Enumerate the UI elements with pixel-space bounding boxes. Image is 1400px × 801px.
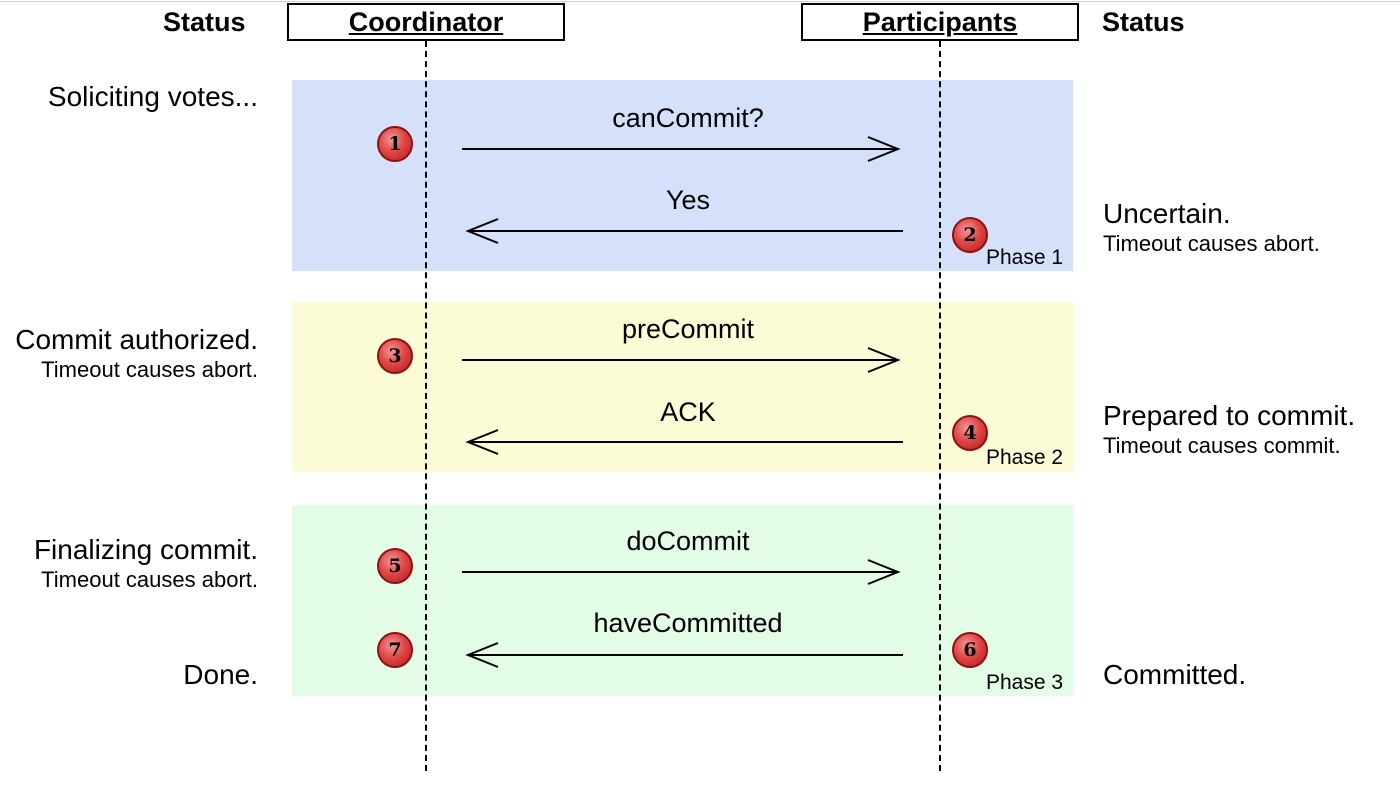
phase-1-band bbox=[292, 80, 1073, 271]
coordinator-box: Coordinator bbox=[287, 3, 565, 41]
coordinator-lifeline bbox=[425, 41, 427, 771]
message-ack: ACK bbox=[660, 397, 716, 427]
phase-3-label: Phase 3 bbox=[986, 671, 1064, 694]
participant-status-phase-1-sub: Timeout causes abort. bbox=[1103, 231, 1320, 256]
coordinator-status-phase-2: Commit authorized. Timeout causes abort. bbox=[15, 323, 258, 383]
participant-status-phase-2-main: Prepared to commit. bbox=[1103, 400, 1356, 431]
arrow-havecommitted bbox=[465, 642, 903, 668]
right-status-header: Status bbox=[1102, 7, 1185, 37]
participants-box: Participants bbox=[801, 3, 1079, 41]
left-status-header: Status bbox=[163, 7, 246, 37]
top-divider bbox=[0, 1, 1400, 2]
coordinator-status-phase-3-main: Finalizing commit. bbox=[33, 534, 258, 565]
coordinator-status-phase-2-main: Commit authorized. bbox=[15, 324, 258, 355]
message-havecommitted: haveCommitted bbox=[593, 608, 783, 638]
message-cancommit: canCommit? bbox=[612, 103, 764, 133]
participant-status-phase-2: Prepared to commit. Timeout causes commi… bbox=[1103, 399, 1355, 459]
message-docommit: doCommit bbox=[626, 526, 750, 556]
coordinator-status-done-main: Done. bbox=[183, 659, 258, 690]
participant-status-phase-1-main: Uncertain. bbox=[1103, 198, 1231, 229]
coordinator-status-phase-1-main: Soliciting votes... bbox=[47, 81, 258, 112]
participants-label: Participants bbox=[862, 6, 1018, 37]
phase-2-band bbox=[292, 302, 1073, 472]
step-2-badge: 2 bbox=[952, 217, 988, 253]
participant-status-phase-2-sub: Timeout causes commit. bbox=[1103, 433, 1341, 458]
message-yes: Yes bbox=[665, 185, 711, 215]
step-5-badge: 5 bbox=[377, 548, 413, 584]
coordinator-label: Coordinator bbox=[348, 6, 504, 37]
participant-status-phase-3-main: Committed. bbox=[1103, 659, 1247, 690]
step-3-badge: 3 bbox=[377, 338, 413, 374]
arrow-precommit bbox=[462, 347, 901, 373]
coordinator-status-phase-3-sub: Timeout causes abort. bbox=[41, 567, 258, 592]
coordinator-status-phase-2-sub: Timeout causes abort. bbox=[41, 357, 258, 382]
arrow-cancommit bbox=[462, 136, 901, 162]
phase-1-label: Phase 1 bbox=[986, 246, 1064, 269]
arrow-yes bbox=[465, 218, 903, 244]
participants-lifeline bbox=[939, 41, 941, 771]
step-1-badge: 1 bbox=[377, 126, 413, 162]
step-4-badge: 4 bbox=[952, 415, 988, 451]
message-precommit: preCommit bbox=[621, 314, 755, 344]
coordinator-status-phase-3: Finalizing commit. Timeout causes abort. bbox=[34, 533, 258, 593]
phase-2-label: Phase 2 bbox=[986, 446, 1064, 469]
arrow-docommit bbox=[462, 559, 901, 585]
phase-3-band bbox=[292, 505, 1073, 696]
step-7-badge: 7 bbox=[377, 632, 413, 668]
participant-status-phase-3: Committed. bbox=[1103, 658, 1246, 692]
participant-status-phase-1: Uncertain. Timeout causes abort. bbox=[1103, 197, 1320, 257]
arrow-ack bbox=[465, 429, 903, 455]
coordinator-status-phase-1: Soliciting votes... bbox=[48, 80, 258, 114]
step-6-badge: 6 bbox=[952, 632, 988, 668]
coordinator-status-done: Done. bbox=[183, 658, 258, 692]
